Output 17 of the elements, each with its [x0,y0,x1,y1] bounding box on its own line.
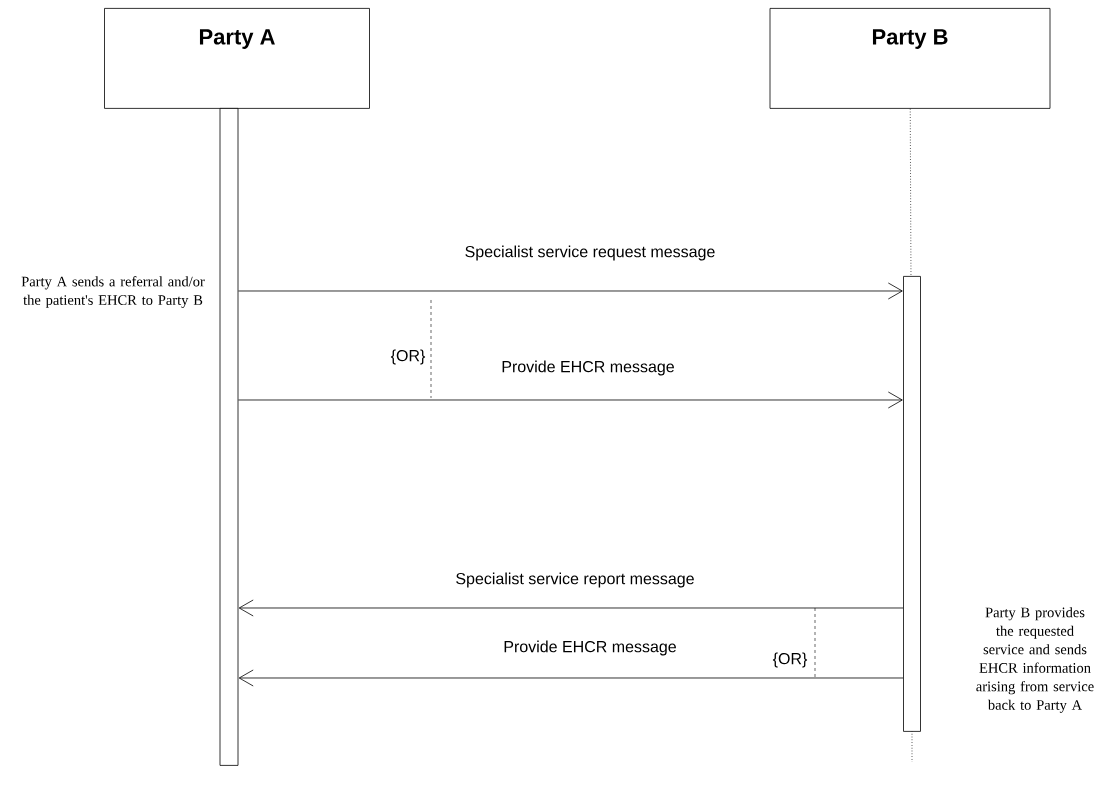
message-label: Provide EHCR message [502,360,674,376]
message-label: Provide EHCR message [504,640,676,656]
note-text: Party B provides the requested service and sends EHCR information arising from service back to Party A [976,607,1094,713]
lifeline [909,108,912,277]
participant-box: Party B [769,8,1051,109]
activation-bar [903,276,921,732]
condition-label: {OR} [390,349,426,365]
message-label: Specialist service report message [456,572,694,588]
activation-bar [219,108,239,766]
message-arrow [238,391,903,409]
condition-label: {OR} [772,652,808,668]
message-label: Specialist service request message [465,245,715,261]
note-text: Party A sends a referral and/or the patient's EHCR to Party B [21,276,205,308]
message-arrow [238,669,904,687]
message-arrow [238,282,903,300]
participant-box: Party A [104,8,370,109]
message-arrow [238,599,904,617]
